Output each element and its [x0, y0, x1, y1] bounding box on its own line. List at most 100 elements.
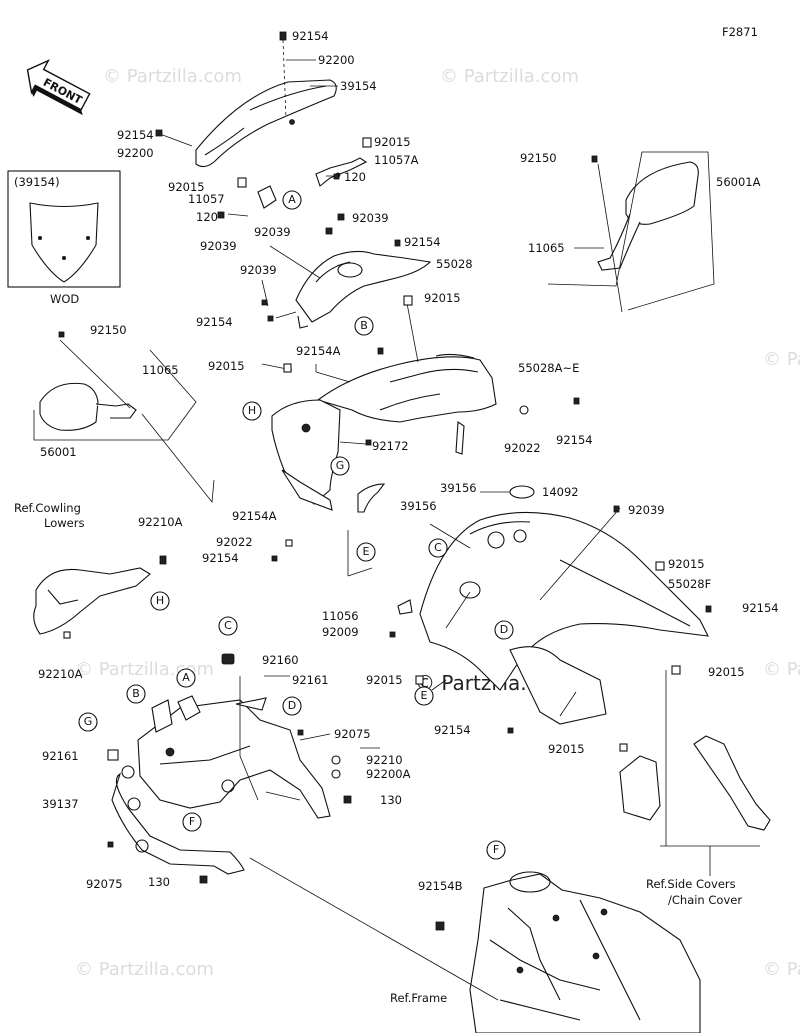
- part-label: 92039: [628, 503, 665, 517]
- inset-caption: WOD: [50, 292, 79, 306]
- part-label: 11056: [322, 609, 359, 623]
- svg-text:D: D: [288, 699, 296, 712]
- part-label: 92154: [117, 128, 154, 142]
- part-label: 39137: [42, 797, 79, 811]
- part-label: 92154: [556, 433, 593, 447]
- part-label: 92154: [434, 723, 471, 737]
- watermark: © Partzilla.com: [763, 959, 800, 980]
- fasteners: [58, 129, 712, 931]
- part-label: 11057A: [374, 153, 419, 167]
- svg-text:B: B: [132, 687, 140, 700]
- svg-text:C: C: [434, 541, 442, 554]
- windshield-39154: [195, 31, 372, 188]
- part-label: 92015: [708, 665, 745, 679]
- callout-G2: G: [78, 712, 98, 732]
- callout-H2: H: [150, 591, 170, 611]
- svg-text:H: H: [156, 594, 164, 607]
- part-label: 92039: [352, 211, 389, 225]
- part-label: 55028A~E: [518, 361, 579, 375]
- callout-D: D: [494, 620, 514, 640]
- part-label: 92039: [240, 263, 277, 277]
- ref-cowling: Ref.Cowling: [14, 501, 81, 515]
- part-label: 92039: [200, 239, 237, 253]
- meter-cover-55028: [295, 250, 432, 329]
- part-label: 92075: [86, 877, 123, 891]
- part-label: 92015: [168, 180, 205, 194]
- cowling-lowers-ref: [33, 567, 151, 635]
- part-label: 55028F: [668, 577, 711, 591]
- part-labels: 92154 92200 39154 92154 92200 92015 1105…: [14, 29, 779, 1005]
- part-label: 55028: [436, 257, 473, 271]
- part-label: 92015: [208, 359, 245, 373]
- ref-side-covers: Ref.Side Covers: [646, 877, 736, 891]
- svg-text:H: H: [248, 404, 256, 417]
- svg-text:F: F: [493, 843, 499, 856]
- part-label: 92039: [254, 225, 291, 239]
- part-label: 92200: [318, 53, 355, 67]
- svg-text:A: A: [182, 671, 190, 684]
- part-label: 92015: [548, 742, 585, 756]
- part-label: 92154B: [418, 879, 463, 893]
- mirror-56001: [33, 339, 215, 504]
- ref-side-covers-2: /Chain Cover: [668, 893, 742, 907]
- callout-F2: F: [486, 840, 506, 860]
- part-label: 92015: [366, 673, 403, 687]
- svg-text:G: G: [84, 715, 93, 728]
- svg-text:E: E: [363, 545, 370, 558]
- front-stay-39137: [111, 653, 331, 875]
- svg-text:C: C: [224, 619, 232, 632]
- part-label: 92172: [372, 439, 409, 453]
- callout-C: C: [428, 538, 448, 558]
- part-label: 11057: [188, 192, 225, 206]
- front-arrow-icon: FRONT: [26, 59, 91, 116]
- callout-C2: C: [218, 616, 238, 636]
- callout-A: A: [282, 190, 302, 210]
- callout-E: E: [356, 542, 376, 562]
- part-label: 11065: [528, 241, 565, 255]
- callouts: A B H G E C D E H C A B D G F F: [78, 190, 514, 860]
- callout-E2: E: [414, 686, 434, 706]
- duct-39156: [357, 421, 465, 513]
- part-label: 92015: [374, 135, 411, 149]
- part-label: 92150: [90, 323, 127, 337]
- callout-B2: B: [126, 684, 146, 704]
- ref-frame: Ref.Frame: [390, 991, 447, 1005]
- svg-text:E: E: [421, 689, 428, 702]
- part-label: 92210A: [138, 515, 183, 529]
- part-label: 92200A: [366, 767, 411, 781]
- inner-panel-left: [261, 363, 341, 511]
- callout-G: G: [330, 456, 350, 476]
- bracket-11057: [257, 185, 277, 209]
- part-label: 92200: [117, 146, 154, 160]
- inset-windshield: (39154) WOD: [7, 170, 121, 306]
- part-label: 120: [196, 210, 218, 224]
- upper-cowl-55028A-E: [316, 353, 497, 423]
- part-label: 11065: [142, 363, 179, 377]
- callout-D2: D: [282, 696, 302, 716]
- frame-ref: [469, 871, 701, 1033]
- part-label: 39154: [340, 79, 377, 93]
- watermark: © Partzilla.com: [103, 66, 242, 87]
- inner-cowl-55028F: [419, 511, 709, 725]
- part-label: 92022: [504, 441, 541, 455]
- svg-text:F: F: [189, 815, 195, 828]
- callout-F: F: [182, 812, 202, 832]
- part-label: 92154: [292, 29, 329, 43]
- watermark: © Partzilla.com: [763, 659, 800, 680]
- part-label: 39156: [400, 499, 437, 513]
- part-label: 92022: [216, 535, 253, 549]
- callout-B: B: [354, 316, 374, 336]
- watermark: © Partzilla.com: [75, 959, 214, 980]
- part-label: 92015: [668, 557, 705, 571]
- part-label: 130: [148, 875, 170, 889]
- part-label: 92210A: [38, 667, 83, 681]
- part-label: 56001: [40, 445, 77, 459]
- part-label: 92210: [366, 753, 403, 767]
- part-label: 120: [344, 170, 366, 184]
- part-label: 130: [380, 793, 402, 807]
- callout-H: H: [242, 401, 262, 421]
- mirror-56001A: [547, 151, 715, 313]
- part-label: 39156: [440, 481, 477, 495]
- part-label: 92015: [424, 291, 461, 305]
